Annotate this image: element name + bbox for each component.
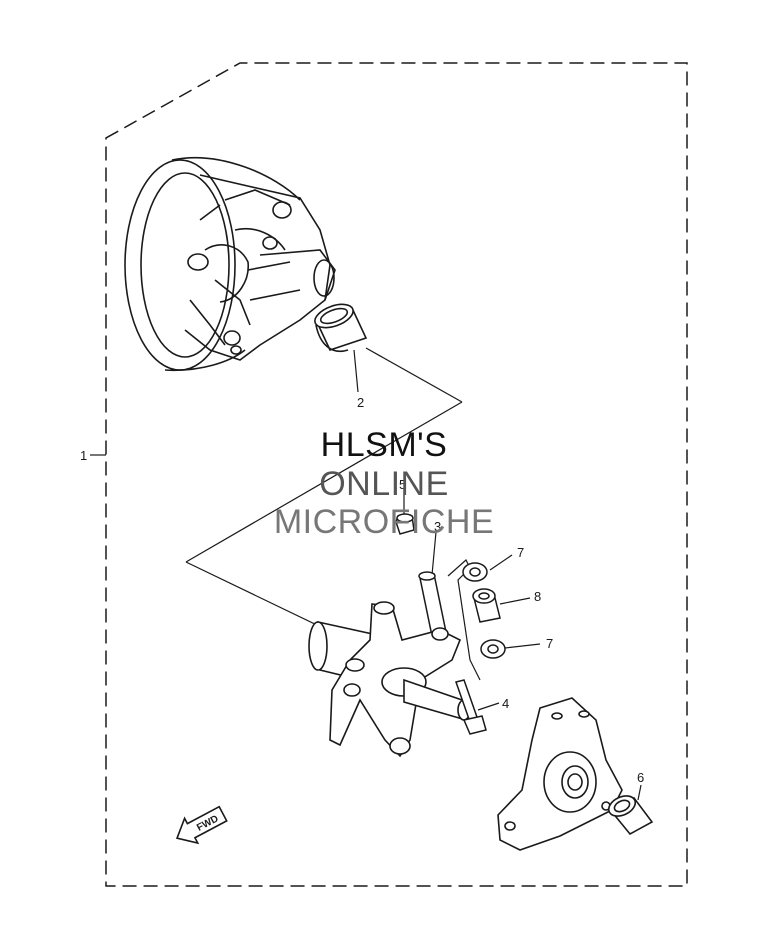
callout-8: 8	[534, 589, 541, 604]
assembly-boundary	[105, 62, 688, 887]
watermark-line-2: ONLINE	[319, 465, 449, 503]
primary-sheave	[124, 156, 336, 372]
part-3-pin	[418, 571, 447, 637]
callout-1: 1	[80, 448, 87, 463]
part-4-bolt	[455, 679, 487, 735]
callout-2: 2	[357, 395, 364, 410]
part-7-washer-bottom	[480, 639, 506, 659]
part-2-bushing	[314, 303, 368, 352]
part-6-bushing	[607, 795, 654, 836]
callout-7-bottom: 7	[546, 636, 553, 651]
callout-labels: 1 2 3 4 5 6 7 7 8	[80, 395, 644, 785]
fwd-arrow-icon: FWD	[175, 805, 228, 845]
part-5-nut	[395, 513, 415, 535]
callout-4: 4	[502, 696, 509, 711]
callout-3: 3	[434, 519, 441, 534]
callout-5: 5	[399, 477, 406, 492]
moveable-sheave-plate	[497, 697, 623, 851]
part-7-washer-top	[462, 562, 488, 582]
watermark-line-3: MICROFICHE	[273, 503, 495, 541]
part-8-roller	[472, 588, 501, 623]
spider-assembly	[308, 601, 471, 758]
callout-6: 6	[637, 770, 644, 785]
callout-7-top: 7	[517, 545, 524, 560]
watermark-line-1: HLSM'S	[320, 426, 448, 464]
